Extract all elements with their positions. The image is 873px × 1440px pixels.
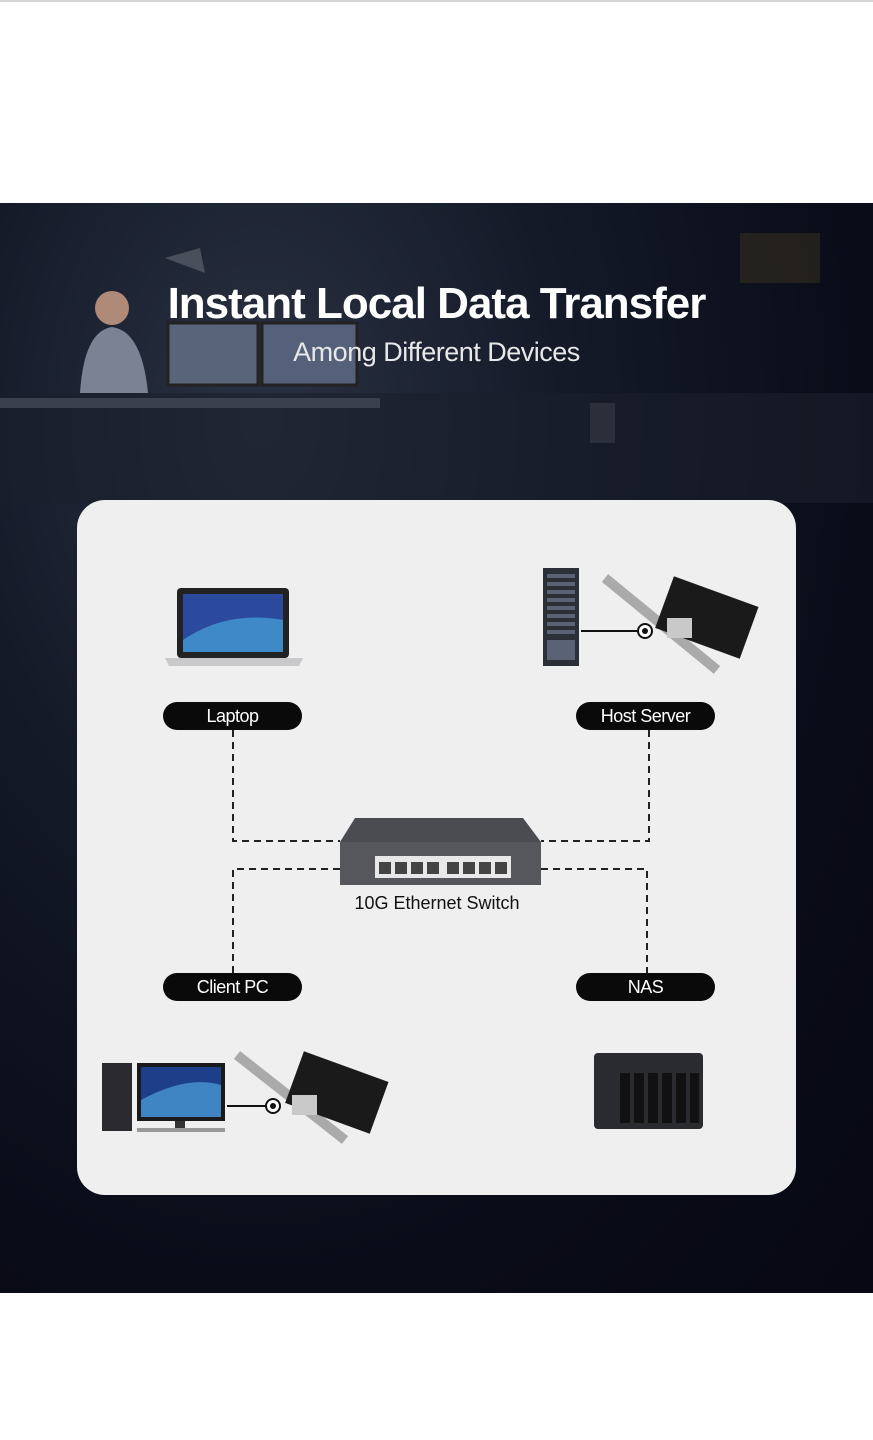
nas-connection [541,868,648,973]
network-card-icon [601,574,759,674]
ethernet-switch-icon [340,818,541,885]
laptop-connection [232,730,340,842]
connection-lines [232,730,650,973]
network-diagram-panel: Laptop Host Server Client PC NAS 10G Eth… [77,500,796,1195]
nas-icon [594,1053,703,1129]
office-background-photo [0,233,873,503]
node-label-client-pc: Client PC [163,973,302,1001]
switch-label: 10G Ethernet Switch [354,893,520,913]
product-image: Instant Local Data Transfer Among Differ… [0,203,873,1293]
server-rack-icon [543,568,579,666]
host-server-connection [541,730,650,842]
browser-top-border [0,0,873,2]
desktop-pc-icon [102,1063,225,1132]
page-title: Instant Local Data Transfer [167,279,707,328]
client-pc-connection [232,868,340,973]
network-card-icon [233,1051,389,1144]
laptop-icon [165,588,303,666]
node-label-host-server: Host Server [576,702,715,730]
node-label-laptop: Laptop [163,702,302,730]
page-subtitle: Among Different Devices [293,337,580,367]
node-label-nas: NAS [576,973,715,1001]
